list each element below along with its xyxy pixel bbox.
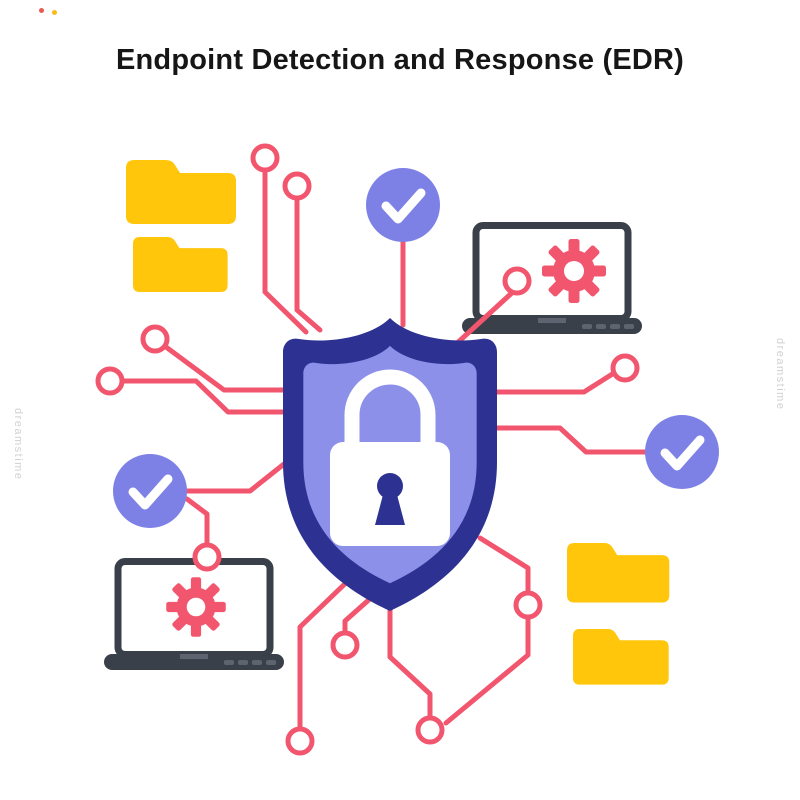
circuit-node — [516, 593, 540, 617]
corner-logo-dot-red — [39, 8, 44, 13]
circuit-node — [253, 146, 277, 170]
laptop-icon — [462, 226, 642, 335]
circuit-trace — [342, 594, 375, 636]
watermark-text-left: dreamstime — [12, 408, 24, 481]
circuit-trace — [183, 461, 287, 494]
circuit-trace — [477, 535, 531, 596]
circuit-trace — [297, 574, 355, 732]
circuit-trace — [452, 288, 517, 348]
circuit-node — [613, 356, 637, 380]
folder-icon — [567, 543, 670, 603]
circuit-trace — [119, 378, 287, 415]
folder-icon — [573, 629, 669, 685]
checkmark-circle-icon — [113, 454, 187, 528]
circuit-trace — [294, 195, 323, 333]
circuit-trace — [494, 370, 617, 395]
padlock-shackle — [344, 369, 436, 452]
circuit-trace — [262, 167, 309, 335]
circuit-trace — [387, 607, 433, 720]
watermark-text-right: dreamstime — [774, 338, 786, 411]
circuit-node — [98, 369, 122, 393]
gear-icon — [166, 577, 226, 637]
checkmark-circle-icon — [645, 415, 719, 489]
checkmark-circle-icon — [366, 168, 440, 242]
circuit-traces — [119, 167, 648, 732]
circuit-node — [143, 327, 167, 351]
circuit-trace — [184, 496, 210, 548]
circuit-trace — [494, 425, 648, 455]
circuit-node — [285, 174, 309, 198]
keyhole-stem — [375, 491, 405, 525]
circuit-node — [418, 718, 442, 742]
circuit-trace — [443, 614, 531, 726]
gear-icon — [542, 239, 606, 303]
corner-logo-dot-yellow — [52, 10, 57, 15]
folder-icon — [133, 237, 228, 293]
keyhole-icon — [377, 473, 403, 499]
shield-lock-icon — [283, 318, 497, 611]
folder-icon — [126, 160, 236, 224]
circuit-trace — [163, 344, 287, 393]
page-title: Endpoint Detection and Response (EDR) — [115, 44, 685, 76]
circuit-node — [195, 545, 219, 569]
circuit-node — [505, 269, 529, 293]
circuit-node — [288, 729, 312, 753]
circuit-node — [333, 633, 357, 657]
